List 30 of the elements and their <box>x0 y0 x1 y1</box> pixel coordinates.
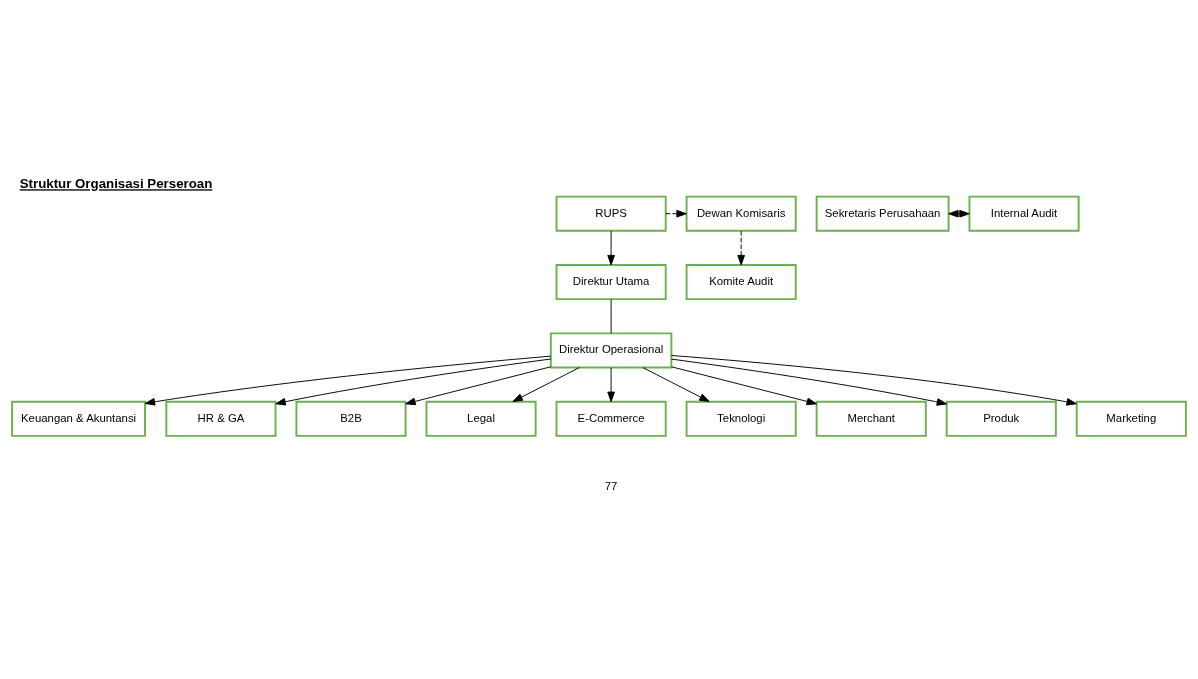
node-box: Sekretaris Perusahaan <box>815 195 950 232</box>
arrow <box>665 209 687 218</box>
node-box: Merchant <box>815 400 927 437</box>
arrow <box>405 366 552 406</box>
arrow <box>144 355 552 406</box>
diagram-title: Struktur Organisasi Perseroan <box>19 176 213 192</box>
node-box: B2B <box>295 400 407 437</box>
node-box: Direktur Operasional <box>549 332 673 369</box>
node-box: Marketing <box>1075 400 1187 437</box>
label: 77 <box>604 480 618 493</box>
arrow <box>670 355 1077 406</box>
arrow <box>607 367 615 403</box>
node-box: E-Commerce <box>555 400 667 437</box>
node-box: HR & GA <box>165 400 277 437</box>
arrow <box>642 367 710 402</box>
node-box: Dewan Komisaris <box>685 195 797 232</box>
arrow <box>670 366 817 406</box>
node-box: Legal <box>425 400 537 437</box>
node-box: Komite Audit <box>685 264 797 301</box>
node-box: Produk <box>945 400 1057 437</box>
arrow <box>275 358 552 406</box>
arrow <box>671 358 948 406</box>
arrow <box>607 230 615 266</box>
node-box: Direktur Utama <box>555 264 667 301</box>
node-box: Teknologi <box>685 400 797 437</box>
node-box: RUPS <box>555 195 667 232</box>
node-box: Keuangan & Akuntansi <box>11 400 146 437</box>
node-box: Internal Audit <box>968 195 1080 232</box>
arrow <box>512 367 580 402</box>
arrow <box>737 230 745 266</box>
